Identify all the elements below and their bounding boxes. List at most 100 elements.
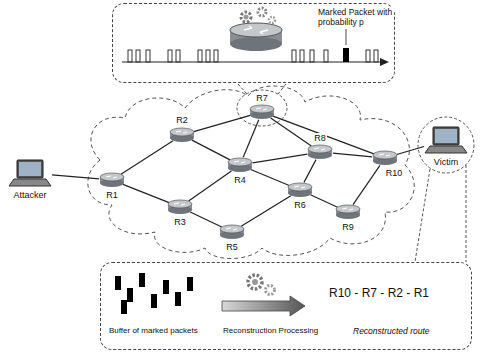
packet (176, 50, 180, 62)
router-symbol (227, 157, 253, 173)
network-cloud (88, 86, 414, 259)
router-top (336, 205, 360, 213)
network-link (194, 115, 250, 131)
router-symbol (307, 144, 333, 160)
router-symbol (249, 104, 275, 120)
link-line (52, 175, 99, 179)
network-link (190, 212, 222, 227)
link-line (192, 140, 230, 160)
router-symbol (219, 224, 245, 240)
network-link (397, 146, 424, 154)
marked-packet (175, 292, 181, 306)
link-line (241, 196, 291, 227)
router-label: R6 (293, 200, 307, 210)
router-node: R1 (99, 172, 125, 188)
gear (241, 12, 251, 22)
router-top (373, 151, 397, 159)
router-arrows (226, 228, 237, 230)
network-link (121, 141, 173, 174)
network-link (52, 175, 99, 179)
router-top (230, 23, 282, 37)
router-arrows (294, 186, 305, 188)
network-link (304, 160, 316, 183)
link-line (353, 165, 380, 204)
router-top (170, 128, 194, 136)
router-arrows (176, 131, 187, 133)
laptop-screen (17, 160, 43, 178)
router-arrows (174, 203, 185, 205)
packet (324, 50, 328, 62)
laptop-display (435, 129, 457, 143)
gear-hub (252, 279, 258, 285)
zoom-line (238, 84, 247, 94)
zoom-circle (418, 117, 474, 173)
link-line (190, 212, 222, 227)
packet (300, 50, 304, 62)
router-base (230, 37, 282, 51)
packet (310, 50, 314, 62)
marked-packet (121, 300, 127, 314)
packet (146, 50, 150, 62)
router-symbol (99, 172, 125, 188)
gear (266, 286, 275, 295)
laptop-icon (424, 125, 468, 155)
link-line (251, 169, 289, 185)
packets (128, 50, 378, 62)
network-link (189, 171, 232, 201)
link-line (123, 184, 169, 202)
router-label: R1 (105, 190, 119, 200)
packet (206, 50, 210, 62)
network-link (310, 195, 337, 207)
router-label: R10 (385, 168, 404, 178)
zoom-ellipse (237, 90, 287, 126)
network-link (241, 196, 291, 227)
network-link (333, 153, 372, 157)
marked-packet (343, 48, 349, 62)
network-link (353, 165, 380, 204)
router-node: R2 (169, 127, 195, 143)
laptop-keyboard (9, 179, 51, 186)
marked-packet (187, 277, 193, 291)
network-link (271, 118, 312, 146)
gear (248, 275, 262, 289)
link-line (271, 118, 312, 146)
link-line (397, 146, 424, 154)
gear-hub (244, 15, 249, 20)
packet (366, 50, 370, 62)
laptop-screen (433, 127, 459, 145)
router-node: R9 (335, 204, 361, 220)
stream-arrowhead (380, 58, 389, 66)
router-symbol (169, 127, 195, 143)
marked-packet-buffer (115, 273, 193, 314)
laptop-icon (8, 158, 52, 188)
host-label: Victim (433, 157, 459, 167)
panel-text: R10 - R7 - R2 - R1 (329, 286, 429, 300)
router-node: R8 (307, 144, 333, 160)
router-label: R2 (175, 115, 189, 125)
network-link (123, 184, 169, 202)
router-node: R6 (287, 182, 313, 198)
laptop-keyboard (425, 146, 467, 153)
packet (292, 50, 296, 62)
router-label: R4 (233, 175, 247, 185)
router-node: R5 (219, 224, 245, 240)
router-node: R3 (167, 199, 193, 215)
router-arrows (244, 26, 268, 34)
link-line (333, 153, 372, 157)
host-label: Attacker (12, 190, 47, 200)
network-link (251, 169, 289, 185)
router-symbol (335, 204, 361, 220)
marked-packet (163, 280, 169, 294)
router-symbol (372, 150, 398, 166)
network-link (192, 140, 230, 160)
link-line (121, 141, 173, 174)
router-top (168, 200, 192, 208)
router-label: R3 (173, 217, 187, 227)
link-line (194, 115, 250, 131)
router-top (220, 225, 244, 233)
network-link (253, 154, 308, 163)
host-node: Attacker (8, 158, 52, 188)
laptop-display (19, 162, 41, 176)
link-line (304, 160, 316, 183)
